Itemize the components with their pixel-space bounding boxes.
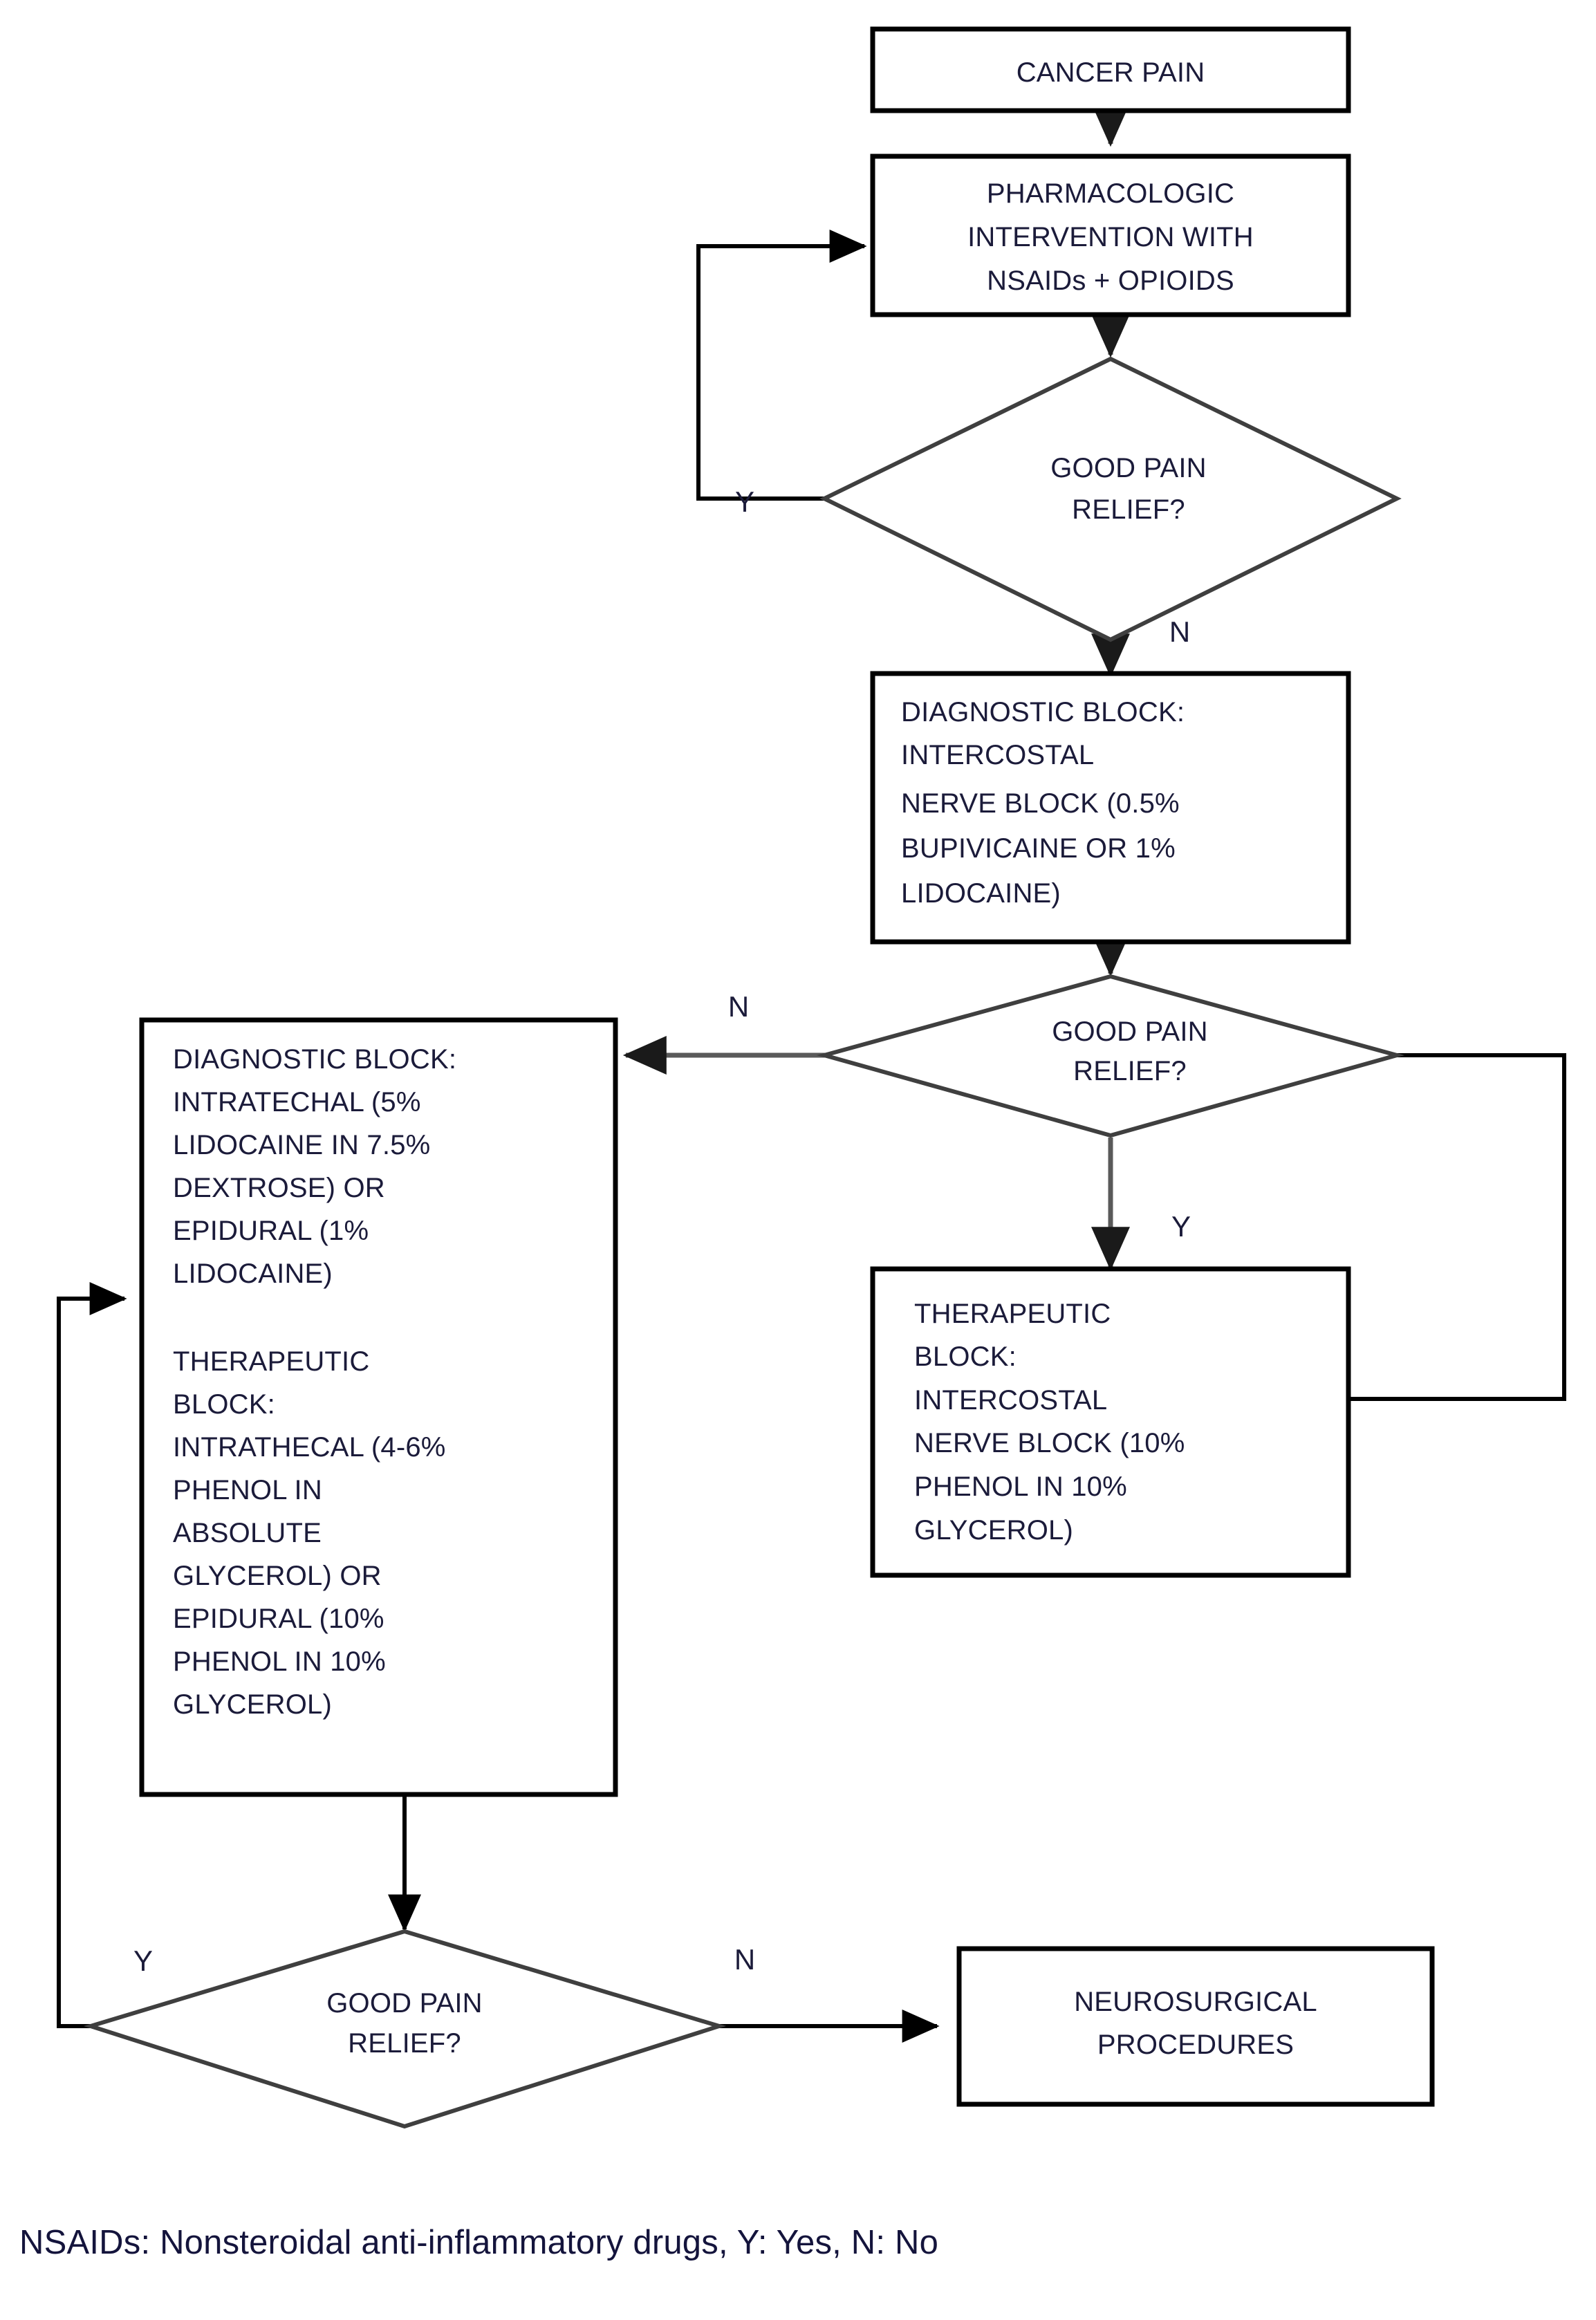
decision2-diamond[interactable] xyxy=(816,974,1405,1138)
edge-decision3-yes-loop xyxy=(57,1282,127,2028)
decision3-diamond[interactable] xyxy=(83,1929,727,2129)
neuraxial-line-16: GLYCEROL) xyxy=(173,1689,332,1720)
decision1-line-1: GOOD PAIN xyxy=(1050,453,1207,483)
edge-label-decision2-no: N xyxy=(728,990,749,1023)
therapeutic-intercostal-line-2: BLOCK: xyxy=(914,1342,1017,1372)
diagnostic-intercostal-line-2: INTERCOSTAL xyxy=(901,740,1094,770)
diagnostic-intercostal-line-5: LIDOCAINE) xyxy=(901,878,1061,909)
diagnostic-intercostal-line-4: BUPIVICAINE OR 1% xyxy=(901,833,1176,864)
therapeutic-intercostal-line-1: THERAPEUTIC xyxy=(914,1299,1111,1329)
therapeutic-intercostal-line-5: PHENOL IN 10% xyxy=(914,1472,1127,1502)
edge-decision1-yes-loop xyxy=(696,230,867,501)
therapeutic-intercostal-line-3: INTERCOSTAL xyxy=(914,1385,1107,1416)
therapeutic-intercostal-box[interactable] xyxy=(870,1266,1351,1578)
neuraxial-line-9: BLOCK: xyxy=(173,1389,275,1420)
diagnostic-intercostal-line-1: DIAGNOSTIC BLOCK: xyxy=(901,697,1185,727)
neuraxial-line-4: DEXTROSE) OR xyxy=(173,1173,385,1203)
cancer-pain-line-1: CANCER PAIN xyxy=(1017,57,1205,88)
neuraxial-line-14: EPIDURAL (10% xyxy=(173,1604,384,1634)
pharmacologic-box[interactable] xyxy=(870,154,1351,317)
pharmacologic-line-1: PHARMACOLOGIC xyxy=(987,178,1234,209)
therapeutic-intercostal-line-6: GLYCEROL) xyxy=(914,1515,1073,1546)
decision1-diamond[interactable] xyxy=(819,356,1402,642)
neuraxial-line-1: DIAGNOSTIC BLOCK: xyxy=(173,1044,456,1075)
diagnostic-intercostal-box[interactable] xyxy=(870,671,1351,945)
diagnostic-intercostal-line-3: NERVE BLOCK (0.5% xyxy=(901,788,1180,819)
node-diagnostic-intercostal-block[interactable]: DIAGNOSTIC BLOCK: INTERCOSTAL NERVE BLOC… xyxy=(870,671,1351,945)
therapeutic-intercostal-line-4: NERVE BLOCK (10% xyxy=(914,1428,1185,1458)
edge-label-decision1-no: N xyxy=(1169,615,1190,648)
node-decision-good-pain-relief-3[interactable]: GOOD PAIN RELIEF? xyxy=(83,1929,727,2129)
decision1-line-2: RELIEF? xyxy=(1072,494,1185,525)
legend-caption: NSAIDs: Nonsteroidal anti-inflammatory d… xyxy=(19,2224,939,2261)
edge-label-decision2-yes: Y xyxy=(1171,1210,1191,1243)
decision3-line-1: GOOD PAIN xyxy=(326,1988,483,2019)
edge-label-decision3-yes: Y xyxy=(133,1945,153,1977)
pharmacologic-line-2: INTERVENTION WITH xyxy=(967,222,1254,252)
neurosurgical-line-1: NEUROSURGICAL xyxy=(1074,1987,1317,2017)
pharmacologic-line-3: NSAIDs + OPIOIDS xyxy=(987,266,1234,296)
neuraxial-line-10: INTRATHECAL (4-6% xyxy=(173,1432,446,1463)
neuraxial-line-6: LIDOCAINE) xyxy=(173,1259,333,1289)
edge-label-decision3-no: N xyxy=(734,1943,755,1976)
neuraxial-line-15: PHENOL IN 10% xyxy=(173,1646,386,1677)
neuraxial-line-5: EPIDURAL (1% xyxy=(173,1216,369,1246)
edge-label-decision1-yes: Y xyxy=(735,485,754,518)
neuraxial-box[interactable] xyxy=(139,1017,618,1797)
node-decision-good-pain-relief-2[interactable]: GOOD PAIN RELIEF? xyxy=(816,974,1405,1138)
cancer-pain-box[interactable] xyxy=(870,26,1351,113)
neuraxial-line-3: LIDOCAINE IN 7.5% xyxy=(173,1130,430,1160)
neuraxial-line-2: INTRATECHAL (5% xyxy=(173,1087,421,1117)
node-diagnostic-therapeutic-neuraxial-block[interactable]: DIAGNOSTIC BLOCK: INTRATECHAL (5% LIDOCA… xyxy=(139,1017,618,1797)
node-therapeutic-intercostal-block[interactable]: THERAPEUTIC BLOCK: INTERCOSTAL NERVE BLO… xyxy=(870,1266,1351,1578)
node-pharmacologic-intervention[interactable]: PHARMACOLOGIC INTERVENTION WITH NSAIDs +… xyxy=(870,154,1351,317)
neuraxial-line-13: GLYCEROL) OR xyxy=(173,1561,382,1591)
decision2-line-2: RELIEF? xyxy=(1073,1056,1187,1086)
decision3-line-2: RELIEF? xyxy=(348,2028,461,2059)
neurosurgical-box[interactable] xyxy=(956,1946,1435,2107)
decision2-line-1: GOOD PAIN xyxy=(1052,1017,1208,1047)
edge-therapeutic-loop-to-decision2 xyxy=(1273,1039,1566,1401)
neuraxial-line-8: THERAPEUTIC xyxy=(173,1346,369,1377)
neuraxial-line-12: ABSOLUTE xyxy=(173,1518,322,1548)
neurosurgical-line-2: PROCEDURES xyxy=(1097,2030,1294,2060)
node-neurosurgical-procedures[interactable]: NEUROSURGICAL PROCEDURES xyxy=(956,1946,1435,2107)
node-cancer-pain[interactable]: CANCER PAIN xyxy=(870,26,1351,113)
node-decision-good-pain-relief-1[interactable]: GOOD PAIN RELIEF? xyxy=(819,356,1402,642)
neuraxial-line-11: PHENOL IN xyxy=(173,1475,322,1505)
